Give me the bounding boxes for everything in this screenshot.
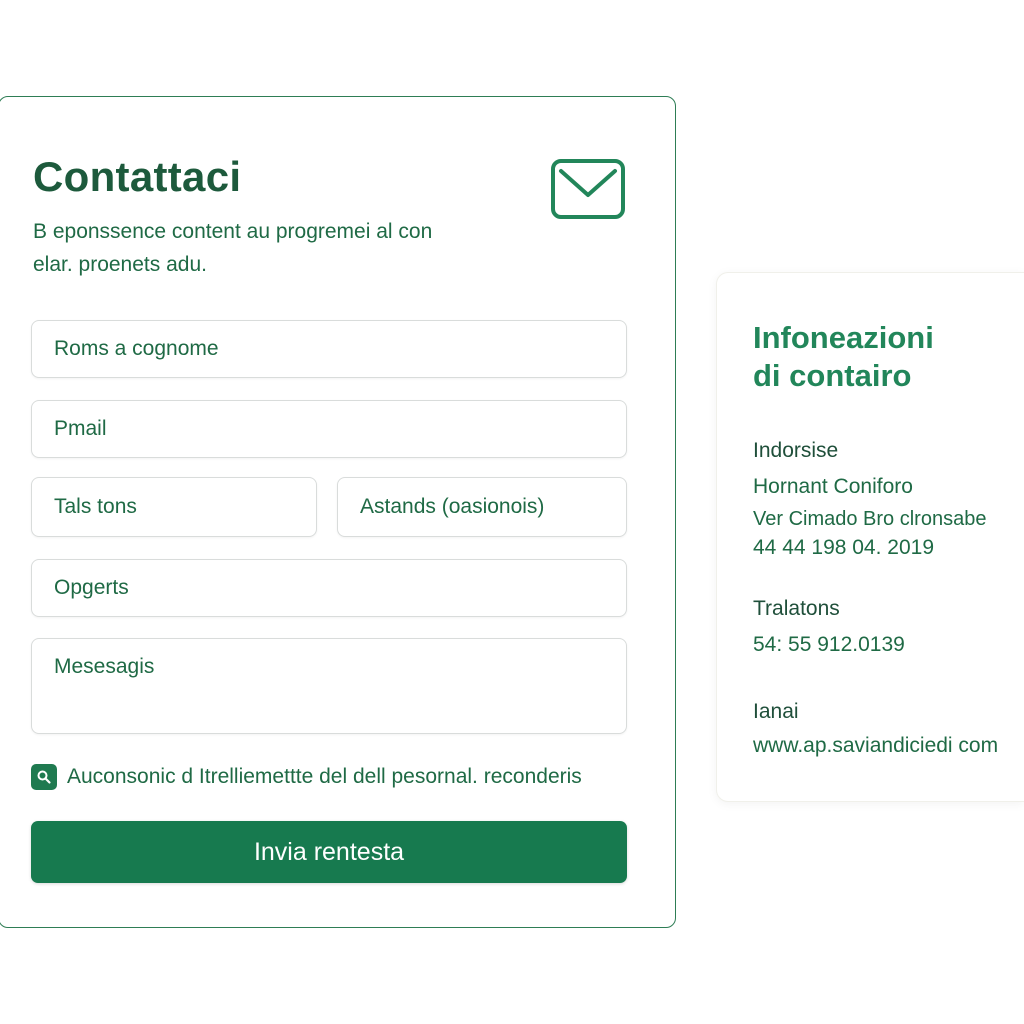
name-input[interactable] — [31, 320, 627, 378]
company-input[interactable] — [337, 477, 627, 537]
consent-row: Auconsonic d Itrelliemettte del dell pes… — [31, 764, 582, 790]
phone-input[interactable] — [31, 477, 317, 537]
submit-button[interactable]: Invia rentesta — [31, 821, 627, 883]
subject-input[interactable] — [31, 559, 627, 617]
form-title: Contattaci — [33, 153, 242, 200]
info-title-line2: di contairo — [753, 358, 912, 393]
contact-info-card: Infoneazioni di contairo Indorsise Horna… — [716, 272, 1024, 802]
search-icon — [37, 770, 51, 784]
address-heading: Indorsise — [753, 439, 839, 462]
address-line-2: Ver Cimado Bro clronsabe — [753, 508, 987, 530]
form-subtitle: B eponssence content au progremei al con… — [33, 220, 433, 276]
email-input[interactable] — [31, 400, 627, 458]
email-heading: Ianai — [753, 700, 799, 723]
phone-value: 54: 55 912.0139 — [753, 633, 905, 656]
address-line-1: Hornant Coniforo — [753, 475, 913, 498]
address-line-3: 44 44 198 04. 2019 — [753, 536, 935, 559]
contact-form-card: Contattaci B eponssence content au progr… — [0, 96, 676, 928]
mail-icon — [551, 159, 625, 219]
message-textarea[interactable] — [31, 638, 627, 734]
phone-heading: Tralatons — [753, 597, 840, 620]
consent-label: Auconsonic d Itrelliemettte del dell pes… — [67, 765, 582, 788]
info-title-line1: Infoneazioni — [753, 320, 934, 355]
email-link[interactable]: www.ap.saviandiciedi com — [753, 734, 999, 757]
info-title: Infoneazioni di contairo — [753, 319, 934, 395]
consent-checkbox[interactable] — [31, 764, 57, 790]
